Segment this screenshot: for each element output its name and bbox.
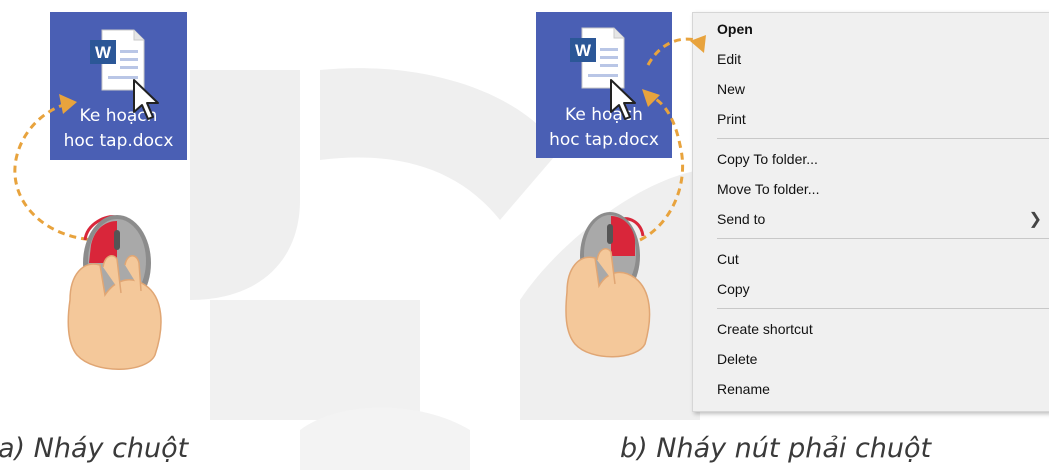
menu-item-send-to[interactable]: Send to	[717, 211, 766, 227]
computer-mouse-in-hand-icon	[565, 212, 651, 358]
click-path-arrow-a	[13, 94, 101, 242]
svg-text:W: W	[95, 43, 112, 62]
menu-item-edit[interactable]: Edit	[717, 51, 742, 67]
menu-item-open[interactable]: Open	[717, 21, 753, 37]
file-name-line2: hoc tap.docx	[63, 131, 174, 151]
menu-separator	[717, 308, 1049, 309]
computer-mouse-in-hand-icon	[67, 215, 162, 370]
menu-item-delete[interactable]: Delete	[717, 351, 758, 367]
menu-item-print[interactable]: Print	[717, 111, 746, 127]
caption-b: b) Nháy nút phải chuột	[620, 433, 932, 464]
menu-item-copy[interactable]: Copy	[717, 281, 750, 297]
word-document-icon: W	[90, 29, 145, 91]
click-path-arrow-b	[639, 35, 706, 242]
file-tile-a[interactable]: W Ke hoạch hoc tap.docx	[50, 12, 187, 160]
menu-item-create-shortcut[interactable]: Create shortcut	[717, 321, 813, 337]
menu-item-new[interactable]: New	[717, 81, 746, 97]
chevron-right-icon: ❯	[1028, 211, 1042, 228]
menu-item-move-to-folder[interactable]: Move To folder...	[717, 181, 820, 197]
menu-item-rename[interactable]: Rename	[717, 381, 770, 397]
menu-item-copy-to-folder[interactable]: Copy To folder...	[717, 151, 818, 167]
file-name-line1: Ke hoạch	[79, 106, 158, 126]
menu-item-cut[interactable]: Cut	[717, 251, 739, 267]
menu-separator	[717, 138, 1049, 139]
file-name-line2: hoc tap.docx	[549, 130, 659, 150]
mouse-pointer-icon	[610, 79, 636, 120]
svg-text:W: W	[575, 41, 592, 60]
mouse-pointer-icon	[133, 79, 159, 120]
menu-separator	[717, 238, 1049, 239]
context-menu: Open Edit New Print Copy To folder... Mo…	[692, 12, 1049, 412]
file-tile-b[interactable]: W Ke hoạch hoc tap.docx	[536, 12, 672, 158]
word-document-icon: W	[570, 27, 625, 89]
caption-a: a) Nháy chuột	[0, 433, 189, 464]
